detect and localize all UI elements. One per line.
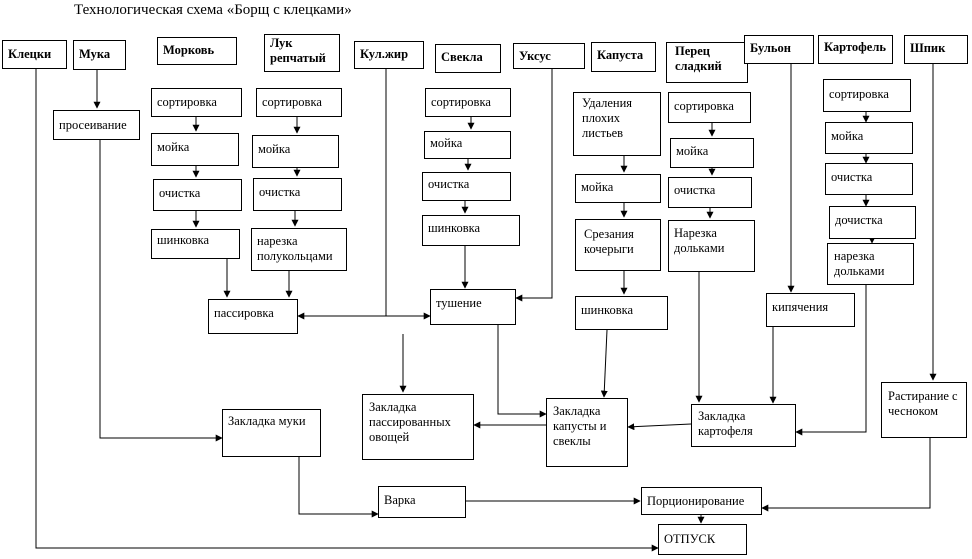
node-l-narezka: нарезка полукольцами (251, 228, 347, 271)
node-k-udalenie: Удаления плохих листьев (573, 92, 661, 156)
node-porcion: Порционирование (641, 487, 762, 515)
arrow-kart-narezka-zakladka (795, 285, 867, 436)
node-k-moika: мойка (575, 174, 661, 203)
node-luk: Лук репчатый (264, 34, 340, 72)
node-muka: Мука (73, 40, 126, 70)
node-m-moika: мойка (151, 133, 239, 166)
node-zakladka-muki: Закладка муки (222, 409, 321, 457)
node-s-sort: сортировка (425, 88, 511, 117)
node-p-narezka: Нарезка дольками (668, 220, 755, 272)
node-p-ochistka: очистка (668, 177, 752, 208)
node-p-sort: сортировка (668, 92, 751, 123)
node-k-shinkovka: шинковка (575, 296, 668, 330)
node-kart-dochistka: дочистка (829, 206, 916, 239)
node-perec: Перец сладкий (666, 42, 748, 83)
node-zakladka-kap: Закладка капусты и свеклы (546, 398, 628, 467)
arrow-uksus-tushenie (515, 69, 553, 302)
node-uksus: Уксус (513, 43, 585, 69)
node-s-shinkovka: шинковка (422, 215, 520, 246)
node-l-moika: мойка (252, 135, 339, 168)
node-otpusk: ОТПУСК (658, 524, 747, 555)
arrow-zakladka-kart-kap (627, 423, 692, 431)
node-l-ochistka: очистка (253, 178, 342, 211)
node-svekla: Свекла (435, 44, 501, 73)
node-l-sort: сортировка (256, 88, 342, 117)
node-proseivanie: просеивание (53, 110, 140, 140)
node-morkov: Морковь (157, 37, 237, 65)
node-klecki: Клецки (2, 40, 67, 69)
arrow-tushenie-zakladka-kap (497, 325, 547, 418)
node-shpik: Шпик (904, 35, 968, 64)
node-varka: Варка (378, 486, 466, 518)
node-m-shinkovka: шинковка (151, 229, 240, 259)
node-bulon: Бульон (744, 35, 814, 64)
node-kipyachenie: кипячения (766, 293, 855, 327)
node-zakladka-pass: Закладка пассированных овощей (362, 394, 474, 460)
node-kart-moika: мойка (825, 122, 913, 154)
node-passirovka: пассировка (208, 299, 298, 334)
node-kart-sort: сортировка (823, 79, 911, 112)
arrow-k-shinkovka-zakladka (600, 329, 608, 398)
node-kulzhir: Кул.жир (354, 41, 424, 69)
node-kartofel: Картофель (818, 35, 893, 64)
arrow-proseivanie-zakladka-muki (99, 140, 223, 442)
node-s-moika: мойка (424, 131, 511, 159)
node-kapusta: Капуста (591, 42, 656, 72)
diagram-title: Технологическая схема «Борщ с клецками» (74, 2, 352, 18)
arrow-klecki-otpusk (35, 69, 659, 552)
node-kart-ochistka: очистка (825, 163, 913, 195)
node-m-ochistka: очистка (153, 179, 242, 211)
arrow-rastiranie-porcion (761, 438, 931, 512)
node-p-moika: мойка (670, 138, 754, 168)
node-rastiranie: Растирание с чесноком (881, 382, 967, 438)
node-tushenie: тушение (430, 289, 516, 325)
node-s-ochistka: очистка (422, 172, 511, 201)
node-k-srezanie: Срезания кочерыги (575, 219, 661, 271)
node-kart-narezka: нарезка дольками (827, 243, 914, 285)
node-m-sort: сортировка (151, 88, 242, 117)
arrow-zakladka-muki-varka (298, 457, 379, 518)
node-zakladka-kart: Закладка картофеля (691, 404, 796, 447)
